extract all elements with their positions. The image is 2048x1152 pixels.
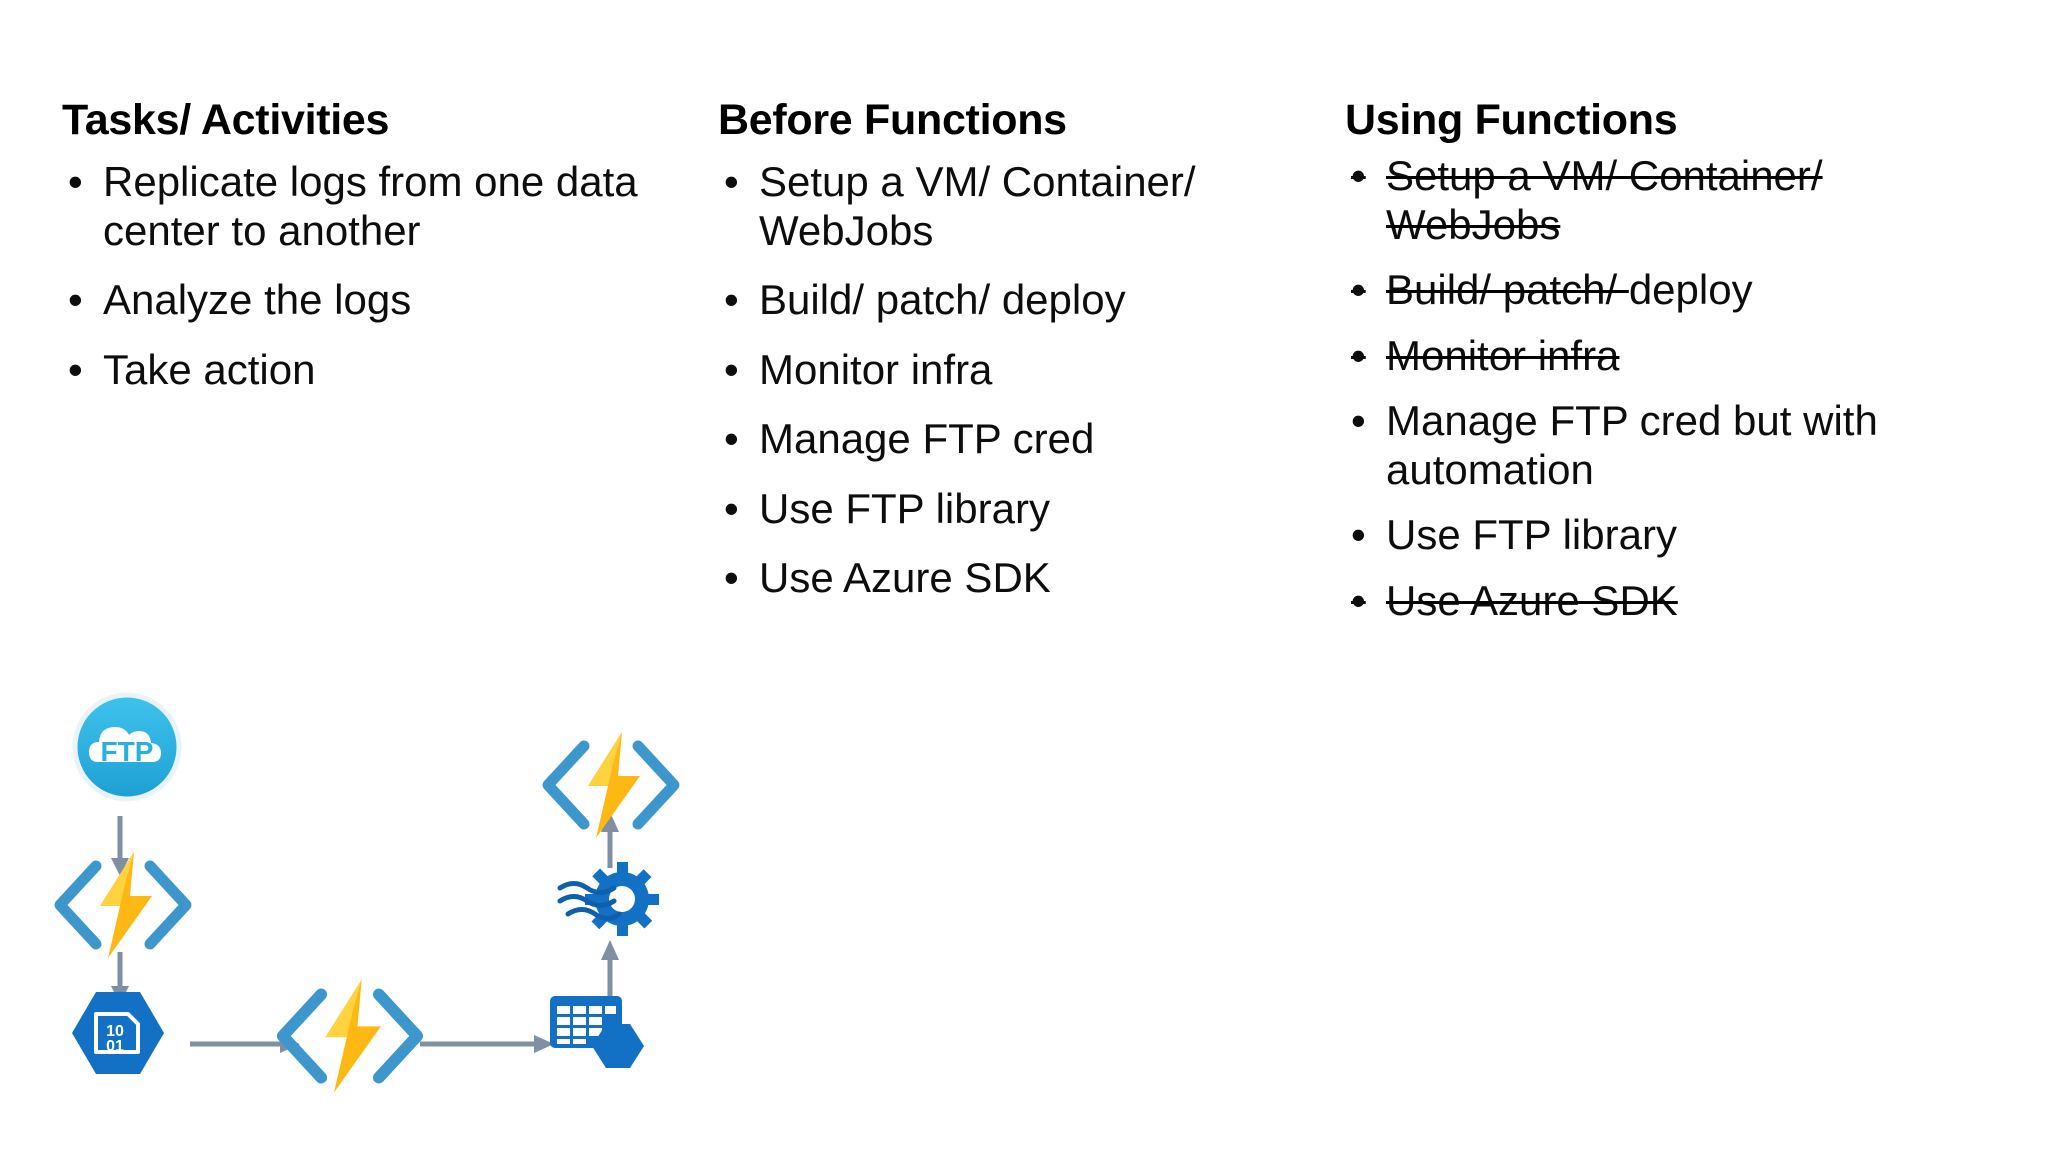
column-before-functions: Before Functions • Setup a VM/ Container… xyxy=(718,96,1328,603)
bullet-dot-icon: • xyxy=(724,345,739,393)
ftp-cloud-label: FTP xyxy=(101,736,154,767)
list-item-label: Manage FTP cred xyxy=(759,415,1095,463)
ftp-cloud-icon: FTP xyxy=(72,692,182,802)
bullet-dot-icon: • xyxy=(1351,152,1366,200)
column-title-tasks-activities: Tasks/ Activities xyxy=(62,96,390,144)
node-table-storage xyxy=(548,990,648,1079)
bullet-dot-icon: • xyxy=(724,276,739,324)
azure-function-icon xyxy=(276,979,424,1093)
list-item-label: Use Azure SDK xyxy=(759,554,1051,602)
list-item-label: Use FTP library xyxy=(1386,511,1677,559)
node-blob-storage: 10 01 xyxy=(70,988,166,1083)
node-function-2 xyxy=(270,976,430,1101)
bullet-dot-icon: • xyxy=(68,158,83,206)
bullet-dot-icon: • xyxy=(724,158,739,206)
list-item: • Replicate logs from one data center to… xyxy=(62,158,662,255)
bullet-dot-icon: • xyxy=(68,276,83,324)
bullet-dot-icon: • xyxy=(1351,397,1366,445)
bullet-dot-icon: • xyxy=(1351,266,1366,314)
azure-function-icon xyxy=(542,732,680,838)
column-title-before-functions: Before Functions xyxy=(718,96,1067,144)
list-item-label: Manage FTP cred but with automation xyxy=(1386,397,1878,493)
stream-analytics-icon xyxy=(557,862,659,936)
arrow-stream-to-function3 xyxy=(594,812,626,868)
arrow-function2-to-table xyxy=(420,1028,556,1060)
bullet-dot-icon: • xyxy=(1351,331,1366,379)
list-item-label: Monitor infra xyxy=(759,345,993,393)
list-item: • Monitor infra xyxy=(1345,332,1985,381)
list-item-label: Analyze the logs xyxy=(103,276,412,324)
node-ftp-cloud: FTP xyxy=(68,688,186,811)
list-item-label-struck: Build/ patch/ xyxy=(1386,266,1629,314)
bullet-dot-icon: • xyxy=(1351,576,1366,624)
bullet-dot-icon: • xyxy=(724,415,739,463)
azure-blob-storage-icon: 10 01 xyxy=(72,992,164,1074)
node-function-1 xyxy=(48,850,198,965)
bullet-dot-icon: • xyxy=(724,554,739,602)
list-item-label: Build/ patch/ deploy xyxy=(759,276,1126,324)
bullet-dot-icon: • xyxy=(724,484,739,532)
list-item: • Setup a VM/ Container/ WebJobs xyxy=(718,158,1328,255)
list-item-label: Use Azure SDK xyxy=(1386,576,1678,624)
blob-label-top: 10 xyxy=(106,1023,124,1040)
list-item-label: Setup a VM/ Container/ WebJobs xyxy=(1386,152,1823,248)
list-item-label-rest: deploy xyxy=(1628,266,1753,314)
azure-function-icon xyxy=(54,852,192,958)
bullet-list-using-functions: • Setup a VM/ Container/ WebJobs • Build… xyxy=(1345,152,1985,625)
column-title-using-functions: Using Functions xyxy=(1345,96,1678,144)
column-using-functions: Using Functions • Setup a VM/ Container/… xyxy=(1345,96,1985,642)
azure-table-storage-icon xyxy=(550,996,644,1068)
node-function-3 xyxy=(536,730,686,845)
architecture-diagram: FTP 10 01 xyxy=(30,688,730,1128)
list-item-label: Use FTP library xyxy=(759,484,1050,532)
list-item: • Use Azure SDK xyxy=(718,554,1328,603)
list-item: • Manage FTP cred xyxy=(718,415,1328,464)
node-stream-analytics xyxy=(554,856,664,947)
bullet-dot-icon: • xyxy=(68,345,83,393)
list-item: • Analyze the logs xyxy=(62,276,662,325)
list-item: • Take action xyxy=(62,346,662,395)
bullet-list-before-functions: • Setup a VM/ Container/ WebJobs • Build… xyxy=(718,158,1328,603)
column-tasks-activities: Tasks/ Activities • Replicate logs from … xyxy=(62,96,662,394)
list-item-label: Setup a VM/ Container/ WebJobs xyxy=(759,158,1196,254)
list-item-label: Take action xyxy=(103,345,316,393)
list-item: • Setup a VM/ Container/ WebJobs xyxy=(1345,152,1985,249)
list-item: • Use FTP library xyxy=(1345,511,1985,560)
list-item: • Build/ patch/ deploy xyxy=(718,276,1328,325)
list-item: • Monitor infra xyxy=(718,346,1328,395)
list-item: • Use FTP library xyxy=(718,485,1328,534)
arrow-table-to-stream xyxy=(594,940,626,1002)
blob-label-bottom: 01 xyxy=(106,1038,124,1055)
list-item: • Use Azure SDK xyxy=(1345,577,1985,626)
list-item-label: Monitor infra xyxy=(1386,331,1620,379)
bullet-list-tasks-activities: • Replicate logs from one data center to… xyxy=(62,158,662,394)
arrow-ftp-to-function1 xyxy=(104,816,136,878)
list-item: • Build/ patch/ deploy xyxy=(1345,266,1985,315)
bullet-dot-icon: • xyxy=(1351,511,1366,559)
list-item: • Manage FTP cred but with automation xyxy=(1345,397,1985,494)
list-item-label: Replicate logs from one data center to a… xyxy=(103,158,638,254)
